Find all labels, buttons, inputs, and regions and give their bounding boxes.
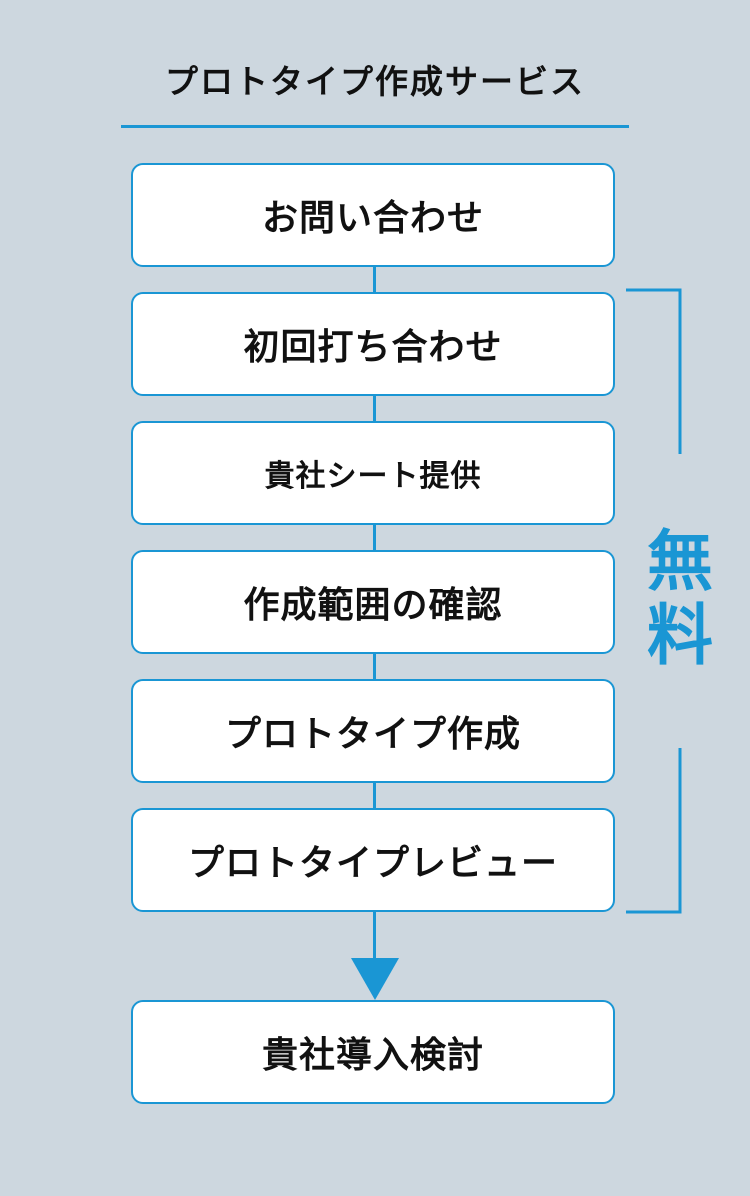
step-prototype-review: プロトタイプレビュー (131, 808, 615, 912)
title-underline (121, 125, 629, 128)
step-label: 貴社導入検討 (261, 1035, 484, 1076)
free-bracket-top (626, 288, 682, 454)
step-adoption-review: 貴社導入検討 (131, 1000, 615, 1104)
step-prototype-creation: プロトタイプ作成 (131, 679, 615, 783)
step-first-meeting: 初回打ち合わせ (131, 292, 615, 396)
connector-5-6 (373, 781, 376, 809)
connector-2-3 (373, 394, 376, 422)
free-label: 無料 (647, 523, 713, 674)
connector-4-5 (373, 652, 376, 680)
step-sheet-provision: 貴社シート提供 (131, 421, 615, 525)
connector-3-4 (373, 523, 376, 551)
step-label: 貴社シート提供 (264, 459, 482, 494)
free-bracket (626, 288, 682, 914)
step-inquiry: お問い合わせ (131, 163, 615, 267)
step-label: 初回打ち合わせ (243, 327, 503, 368)
step-label: プロトタイプ作成 (224, 714, 521, 755)
step-scope-confirmation: 作成範囲の確認 (131, 550, 615, 654)
step-label: お問い合わせ (261, 198, 484, 239)
arrow-line (373, 912, 376, 960)
step-label: プロトタイプレビュー (187, 843, 558, 884)
connector-1-2 (373, 265, 376, 293)
arrow-down-icon (351, 958, 399, 1000)
diagram-title: プロトタイプ作成サービス (165, 62, 585, 101)
free-bracket-bottom (626, 748, 682, 914)
step-label: 作成範囲の確認 (243, 585, 503, 626)
